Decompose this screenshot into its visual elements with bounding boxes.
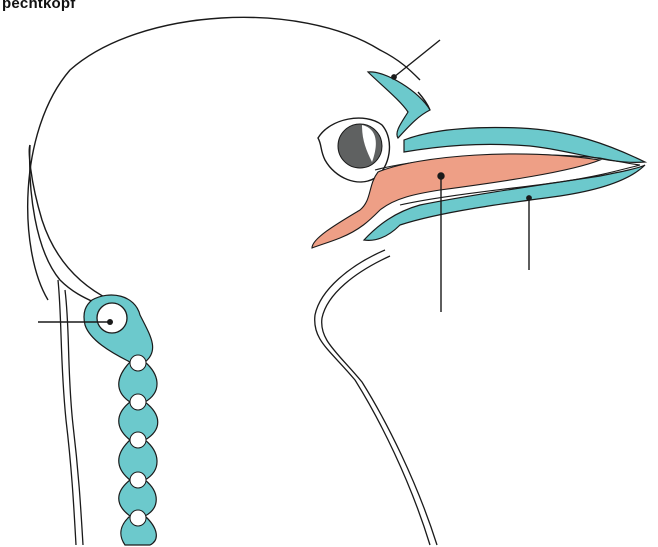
vertebra-joint [130, 432, 146, 448]
vertebra-joint [130, 510, 146, 526]
skull-condyle [97, 303, 127, 333]
vertebra-joint [130, 355, 146, 371]
vertebral-column [84, 295, 158, 545]
vertebra-joint [130, 472, 146, 488]
vertebra-joint [130, 394, 146, 410]
pointer-line-upper-beak [394, 40, 440, 77]
neck-outline [58, 250, 437, 545]
